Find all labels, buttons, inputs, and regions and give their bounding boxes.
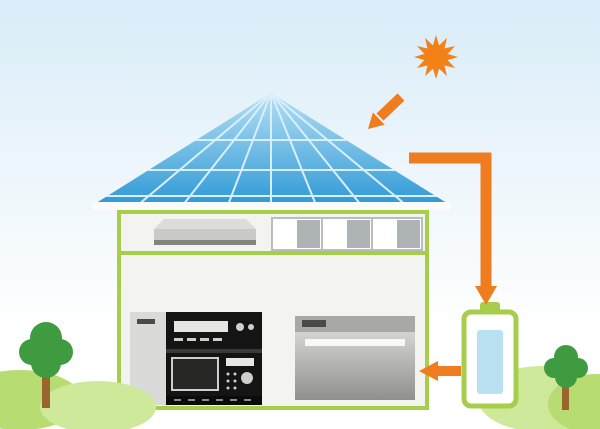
sun-icon	[414, 35, 458, 79]
audio-display	[174, 321, 228, 332]
battery-cell	[477, 330, 503, 394]
roof-to-battery-arrow-icon	[409, 152, 497, 305]
battery-to-appliance-arrow-icon	[419, 361, 461, 381]
solar-panel-grid	[93, 93, 450, 205]
microwave-knob	[241, 372, 253, 384]
bush	[548, 374, 600, 429]
dishwasher	[295, 316, 415, 400]
left-tree	[19, 322, 73, 408]
appliance-base	[166, 396, 262, 405]
left-bushes	[0, 370, 156, 429]
second-floor-windows	[271, 217, 423, 251]
kitchen-appliance-stack	[130, 312, 262, 405]
dishwasher-handle	[302, 320, 326, 327]
microwave-window	[171, 357, 219, 391]
tree-foliage	[544, 345, 588, 388]
cabinet-handle	[137, 319, 155, 324]
unit-gap	[166, 349, 262, 353]
tree-trunk	[42, 370, 50, 408]
microwave-oven	[171, 357, 254, 391]
range-hood-vent	[154, 219, 256, 245]
right-tree	[544, 345, 588, 410]
tree-trunk	[562, 384, 569, 410]
solar-panel-roof	[92, 93, 451, 210]
sunlight-arrow-icon	[368, 93, 405, 129]
vent-top	[154, 219, 256, 229]
window-dividers	[321, 218, 373, 250]
microwave-display	[226, 358, 254, 366]
vent-face	[154, 229, 256, 242]
dishwasher-slot	[305, 339, 405, 346]
floor-divider	[121, 251, 425, 255]
tree-foliage	[19, 322, 73, 378]
microwave-buttons	[226, 372, 237, 390]
bush	[40, 381, 156, 429]
base-vents	[174, 399, 251, 401]
roof-fascia	[92, 202, 451, 210]
window-shades	[297, 220, 420, 248]
vent-base	[154, 240, 256, 245]
audio-knobs	[236, 323, 254, 331]
storage-battery	[461, 302, 519, 409]
audio-buttons	[174, 338, 222, 341]
